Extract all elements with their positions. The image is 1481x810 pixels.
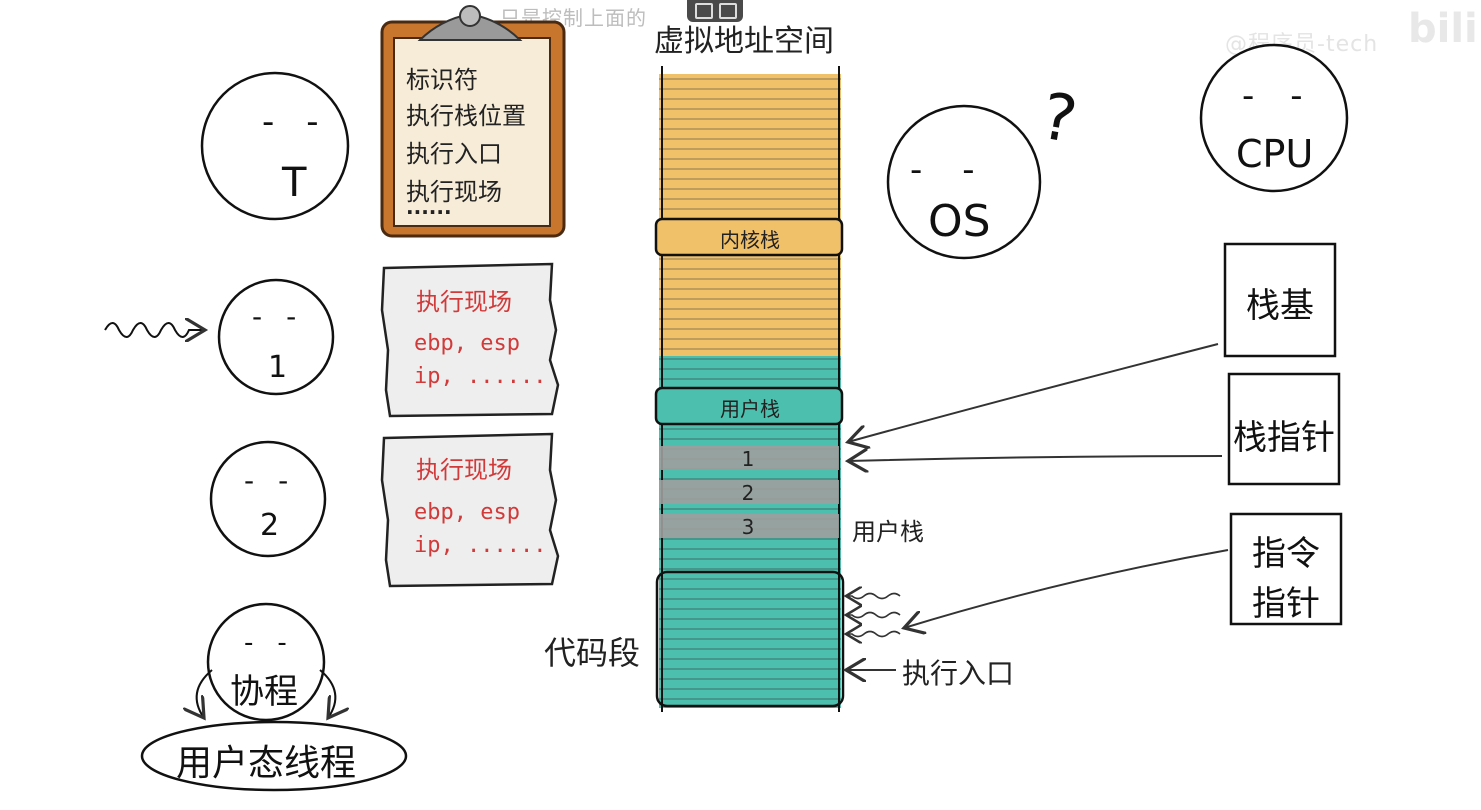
instruction-pointer-box bbox=[1229, 512, 1343, 626]
clipboard-line-2: 执行栈位置 bbox=[406, 102, 526, 130]
clipboard-line-5: ······ bbox=[406, 200, 452, 224]
coroutine-face bbox=[206, 602, 326, 722]
fullscreen-icon[interactable] bbox=[719, 3, 737, 19]
stack-base-box bbox=[1223, 242, 1337, 358]
os-label: OS bbox=[928, 196, 991, 247]
stack-slot-3 bbox=[659, 514, 839, 538]
coroutine-eyes: -- bbox=[244, 628, 311, 658]
thread-1-eyes: -- bbox=[252, 300, 321, 333]
exec-entry-label: 执行入口 bbox=[902, 657, 1015, 690]
video-control-bar[interactable] bbox=[687, 0, 743, 22]
clipboard-line-3: 执行入口 bbox=[406, 140, 502, 168]
user-thread-label: 用户态线程 bbox=[176, 743, 357, 784]
stack-slot-2 bbox=[659, 480, 839, 504]
stack-slot-1 bbox=[659, 446, 839, 470]
os-eyes: -- bbox=[910, 150, 1015, 190]
cpu-eyes: -- bbox=[1242, 76, 1339, 116]
context-1-title: 执行现场 bbox=[416, 288, 512, 316]
context-card-1-shape bbox=[380, 262, 560, 418]
page-title: 虚拟地址空间 bbox=[654, 24, 834, 59]
context-2-ip: ip, ...... bbox=[414, 533, 547, 558]
instruction-pointer-arrow bbox=[904, 549, 1229, 628]
stack-base-label: 栈基 bbox=[1246, 286, 1314, 326]
user-stack-side-label: 用户栈 bbox=[852, 518, 924, 546]
user-stack-label: 用户栈 bbox=[720, 397, 780, 421]
user-thread-ellipse bbox=[140, 720, 408, 792]
context-2-regs: ebp, esp bbox=[414, 500, 520, 525]
thread-t-face bbox=[200, 71, 350, 221]
kernel-stack-box bbox=[654, 217, 844, 257]
code-wave-arrow-1 bbox=[846, 594, 901, 599]
thread-1-face bbox=[217, 278, 335, 396]
context-1-regs: ebp, esp bbox=[414, 331, 520, 356]
code-wave-arrow-3 bbox=[846, 632, 901, 637]
cpu-label: CPU bbox=[1236, 132, 1314, 176]
instruction-pointer-label-1: 指令 bbox=[1252, 534, 1320, 574]
stack-base-arrow bbox=[848, 343, 1219, 442]
watermark-logo: bili bbox=[1408, 6, 1478, 52]
context-card-2-shape bbox=[380, 432, 560, 588]
code-segment-box bbox=[655, 570, 845, 708]
memory-column bbox=[654, 66, 845, 712]
stack-pointer-arrow bbox=[848, 456, 1223, 461]
stack-slot-3-label: 3 bbox=[741, 515, 755, 539]
clipboard-line-4: 执行现场 bbox=[406, 178, 502, 206]
thread-2-eyes: -- bbox=[244, 464, 313, 497]
thread-1-label: 1 bbox=[268, 350, 288, 385]
coroutine-left-arm bbox=[197, 669, 213, 718]
thread-2-label: 2 bbox=[260, 508, 280, 543]
stack-slot-2-label: 2 bbox=[741, 481, 755, 505]
kernel-stack-label: 内核栈 bbox=[720, 228, 780, 252]
stack-pointer-box bbox=[1227, 372, 1341, 486]
context-2-title: 执行现场 bbox=[416, 456, 512, 484]
user-stack-box bbox=[654, 386, 844, 426]
code-wave-arrow-2 bbox=[846, 613, 901, 618]
cpu-face bbox=[1199, 43, 1349, 193]
squiggle-arrow bbox=[104, 323, 205, 337]
stack-slot-1-label: 1 bbox=[741, 447, 755, 471]
clipboard bbox=[380, 5, 566, 238]
coroutine-right-arm bbox=[319, 669, 335, 718]
instruction-pointer-label-2: 指针 bbox=[1252, 584, 1320, 624]
code-segment-label: 代码段 bbox=[544, 634, 641, 672]
os-face bbox=[886, 104, 1042, 260]
thread-2-face bbox=[209, 440, 327, 558]
stack-pointer-label: 栈指针 bbox=[1233, 418, 1335, 458]
thread-t-eyes: -- bbox=[262, 102, 351, 142]
clipboard-line-1: 标识符 bbox=[406, 66, 478, 94]
context-1-ip: ip, ...... bbox=[414, 364, 547, 389]
pip-icon[interactable] bbox=[695, 3, 713, 19]
coroutine-label: 协程 bbox=[230, 672, 298, 712]
thread-t-label: T bbox=[282, 160, 307, 206]
